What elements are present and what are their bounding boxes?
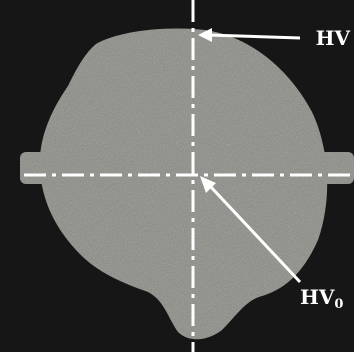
hv0-label: HV0 xyxy=(300,287,343,311)
specimen-body xyxy=(40,29,327,340)
hv-label: HV xyxy=(316,28,350,48)
